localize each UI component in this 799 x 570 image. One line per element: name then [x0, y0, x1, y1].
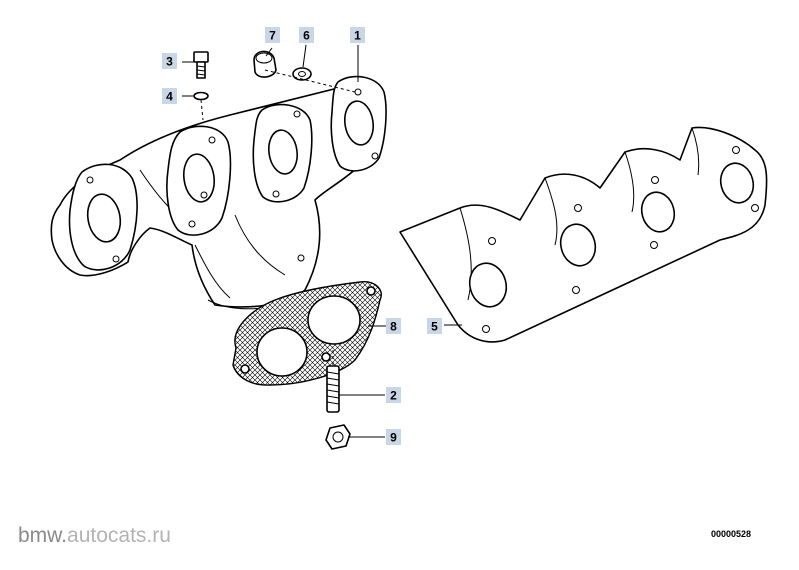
callout-4: 4: [162, 88, 177, 104]
svg-text:8: 8: [390, 320, 397, 334]
svg-text:9: 9: [390, 431, 397, 445]
outlet-gasket: [232, 281, 382, 386]
callout-5: 5: [427, 318, 442, 334]
exhaust-manifold: [50, 75, 387, 310]
svg-text:1: 1: [354, 29, 361, 43]
callout-8: 8: [386, 318, 401, 334]
svg-text:4: 4: [166, 90, 173, 104]
leader-lines: [182, 44, 462, 438]
flat-washer: [292, 67, 312, 81]
callout-7: 7: [265, 27, 280, 43]
svg-text:2: 2: [390, 389, 397, 403]
svg-text:3: 3: [166, 55, 173, 69]
svg-text:7: 7: [269, 29, 276, 43]
callout-3: 3: [162, 53, 177, 69]
collar-nut: [253, 50, 277, 78]
lock-washer: [193, 91, 209, 101]
callout-6: 6: [299, 27, 314, 43]
watermark-brand: bmw.: [18, 524, 68, 547]
site-watermark: bmw.autocats.ru: [18, 524, 171, 548]
callout-2: 2: [386, 387, 401, 403]
stud-bolt: [326, 365, 340, 413]
hex-bolt: [193, 51, 209, 79]
svg-text:5: 5: [431, 320, 438, 334]
drawing-number: 00000528: [711, 529, 752, 539]
svg-text:6: 6: [303, 29, 310, 43]
hex-nut: [325, 424, 351, 450]
heat-shield: [399, 126, 768, 343]
callout-1: 1: [350, 27, 365, 43]
watermark-domain: autocats.ru: [67, 524, 171, 547]
callout-9: 9: [386, 429, 401, 445]
